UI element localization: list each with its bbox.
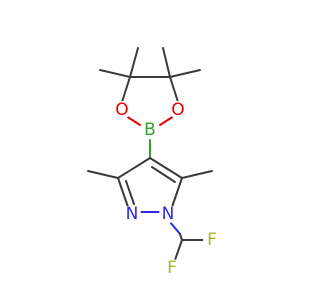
- bond-n1-chf2: [169, 221, 181, 235]
- atom-oxygen-right: O: [169, 100, 187, 120]
- bond-c3-methyl: [87, 170, 119, 179]
- bond-c5-n1: [171, 177, 183, 208]
- fluorine-left-label: F: [167, 258, 177, 278]
- oxygen-left-label: O: [115, 100, 128, 120]
- bond-c3-n2-double: [125, 180, 135, 205]
- nitrogen-ring-label: N: [126, 204, 139, 224]
- atom-nitrogen-substituted: N: [159, 204, 177, 224]
- bond-c1-methyl-top: [129, 47, 139, 78]
- bond-chf2-f-left: [174, 239, 183, 261]
- structure-diagram: B O O N N F F: [87, 47, 221, 278]
- atom-nitrogen-ring: N: [123, 204, 141, 224]
- bond-c2-methyl-top: [162, 47, 171, 78]
- bond-o-right-b: [159, 115, 175, 126]
- bond-c1-methyl-left: [99, 69, 131, 78]
- atom-oxygen-left: O: [113, 100, 131, 120]
- bond-chf2-c: [179, 233, 183, 241]
- bond-c4-c5: [149, 157, 183, 179]
- fluorine-right-label: F: [207, 230, 217, 250]
- bond-c5-methyl: [181, 170, 213, 179]
- bond-o-left-b: [125, 115, 141, 126]
- bond-c3-n2: [117, 177, 129, 208]
- bond-c4-c5-double: [151, 166, 176, 183]
- molecule-svg: B O O N N F F: [87, 47, 221, 278]
- atom-fluorine-left: F: [163, 258, 181, 278]
- nitrogen-substituted-label: N: [162, 204, 175, 224]
- bond-c1-o-left: [121, 76, 131, 103]
- bond-c2-o-right: [169, 76, 179, 103]
- bond-c4-c3: [117, 157, 151, 179]
- atom-boron: B: [141, 120, 159, 140]
- atom-fluorine-right: F: [203, 230, 221, 250]
- oxygen-right-label: O: [171, 100, 184, 120]
- boron-label: B: [144, 120, 156, 140]
- bond-c2-methyl-right: [169, 69, 201, 78]
